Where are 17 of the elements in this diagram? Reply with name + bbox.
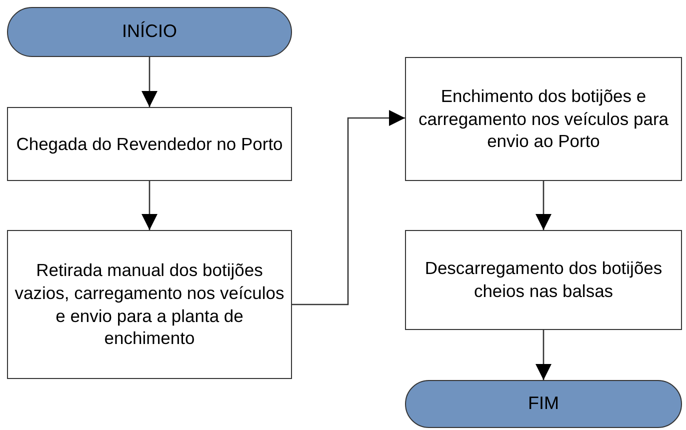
node-text: Chegada do Revendedor no Porto [16,132,283,156]
node-text: Descarregamento dos botijões cheios nas balsas [424,257,664,303]
node-text: Retirada manual dos botijões vazios, carregamento nos veículos e envio para a planta de enchimento [14,259,285,350]
terminal-shape [7,7,292,57]
process-box [7,107,292,181]
node-text: INÍCIO [122,20,177,44]
node-text: FIM [528,392,559,416]
terminal-shape [405,380,682,428]
process-box [405,230,682,330]
process-box [405,57,682,181]
arrow [292,110,405,306]
node-text: Enchimento dos botijões e carregamento nos veículos para envio ao Porto [418,84,670,154]
arrow [142,181,158,230]
arrow [536,181,552,230]
arrow [142,57,158,107]
arrow [536,330,552,380]
process-box [7,230,292,379]
